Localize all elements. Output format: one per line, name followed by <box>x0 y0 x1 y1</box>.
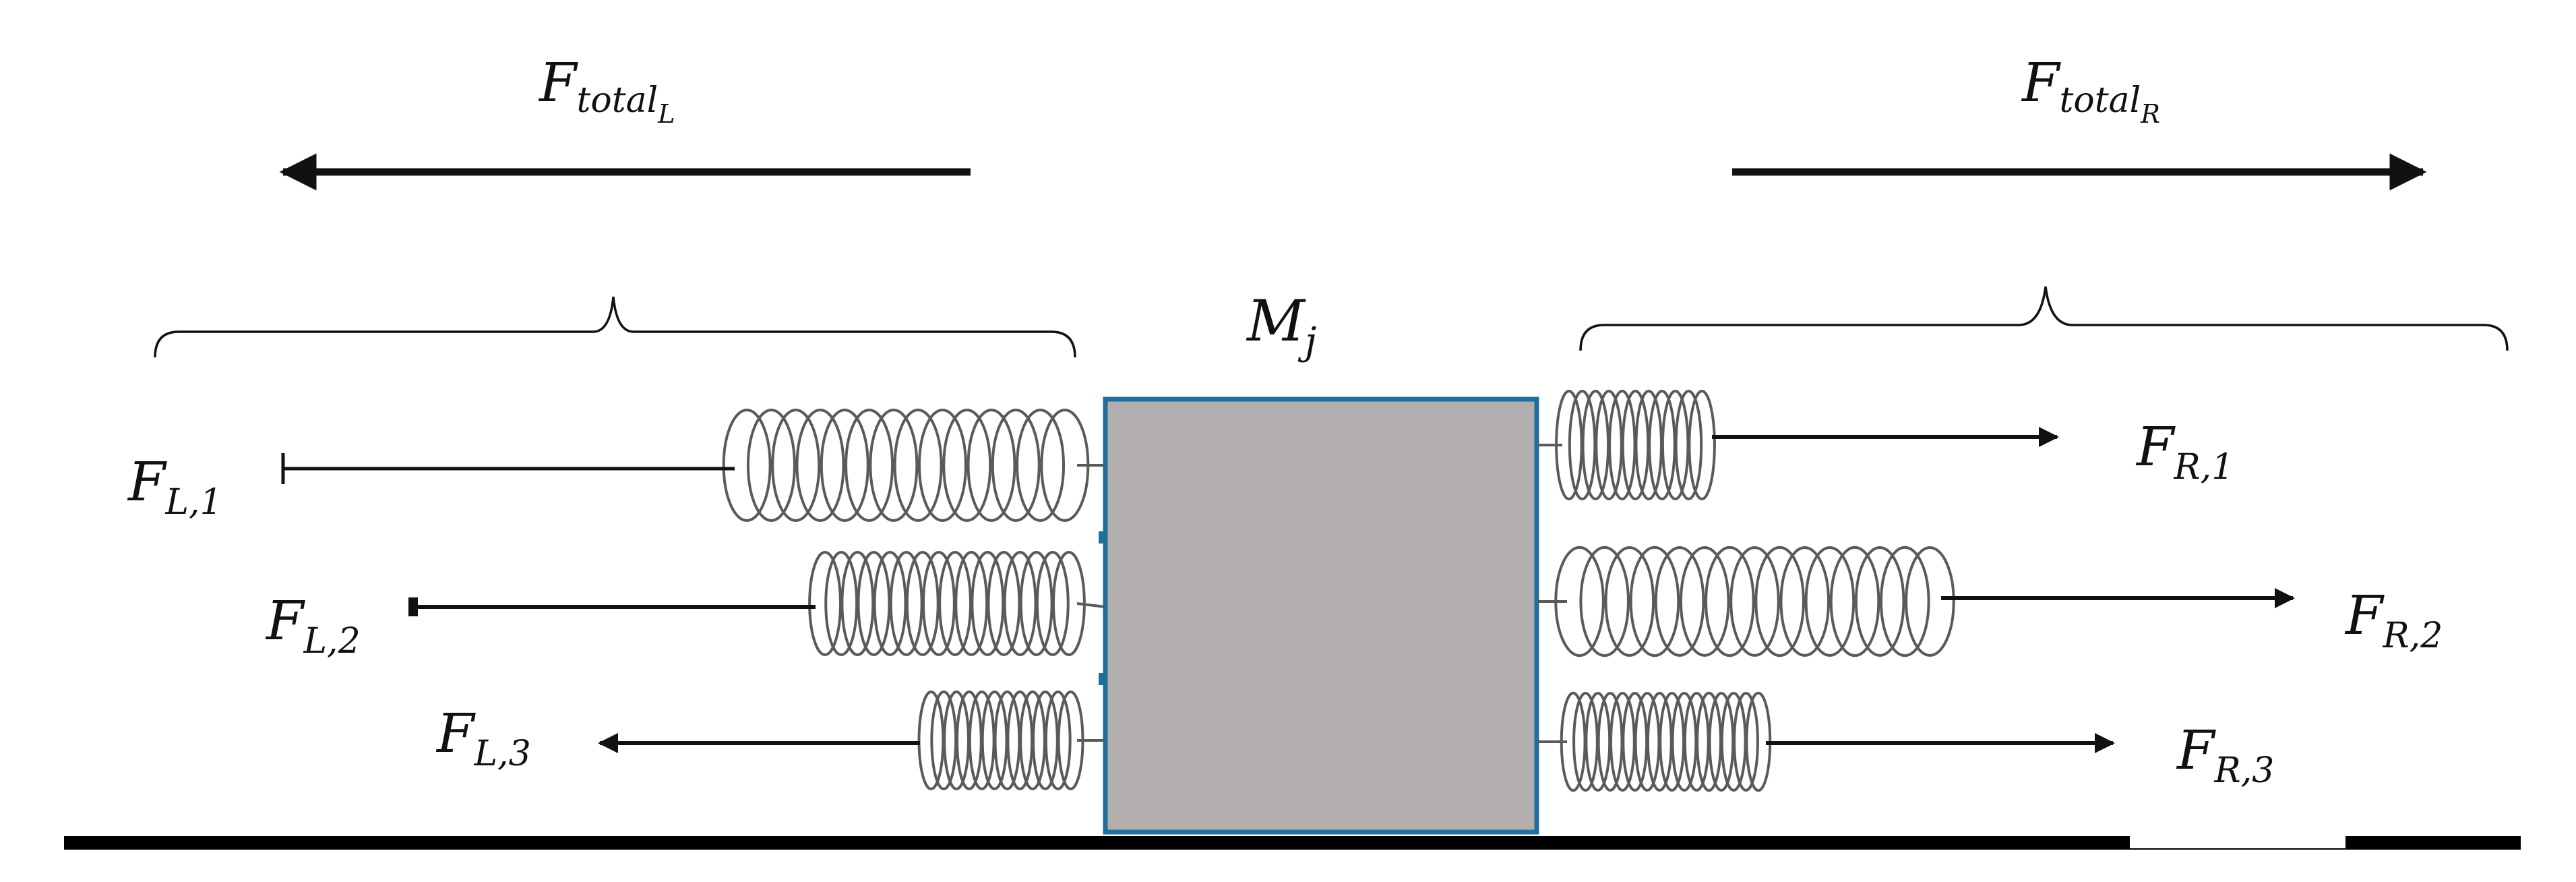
spring-right-3 <box>1537 691 1772 792</box>
spring-left-2 <box>808 551 1106 656</box>
right-force-label-2: FR,2 <box>2344 584 2443 656</box>
mass-edge-tick <box>1099 673 1105 685</box>
right-force-label-1: FR,1 <box>2135 415 2234 488</box>
spring-right-1 <box>1537 389 1716 501</box>
left-brace <box>154 296 1076 358</box>
left-force-label-3: FL,3 <box>435 702 531 774</box>
total-left-label: FtotalL <box>538 51 675 129</box>
right-force-label-3: FR,3 <box>2176 719 2274 791</box>
ground-gap <box>2130 833 2345 848</box>
spring-coil <box>917 690 1084 791</box>
mass-block <box>1103 396 1539 835</box>
spring-right-2 <box>1537 546 1955 657</box>
left-force-label-2: FL,2 <box>265 589 361 662</box>
spring-left-1 <box>722 408 1105 523</box>
total-right-label: FtotalR <box>2021 51 2160 129</box>
mass-label: Mj <box>1246 288 1316 363</box>
spring-coil <box>808 551 1086 656</box>
left-force-2-endcap <box>408 597 418 616</box>
spring-coil <box>1560 691 1772 792</box>
spring-coil <box>722 408 1090 523</box>
spring-coil <box>1554 546 1955 657</box>
spring-left-3 <box>917 690 1105 791</box>
right-brace <box>1579 286 2509 351</box>
spring-coil <box>1555 389 1716 501</box>
mass-edge-tick <box>1099 531 1105 543</box>
spring-lead <box>1076 602 1106 608</box>
left-force-label-1: FL,1 <box>127 450 222 523</box>
